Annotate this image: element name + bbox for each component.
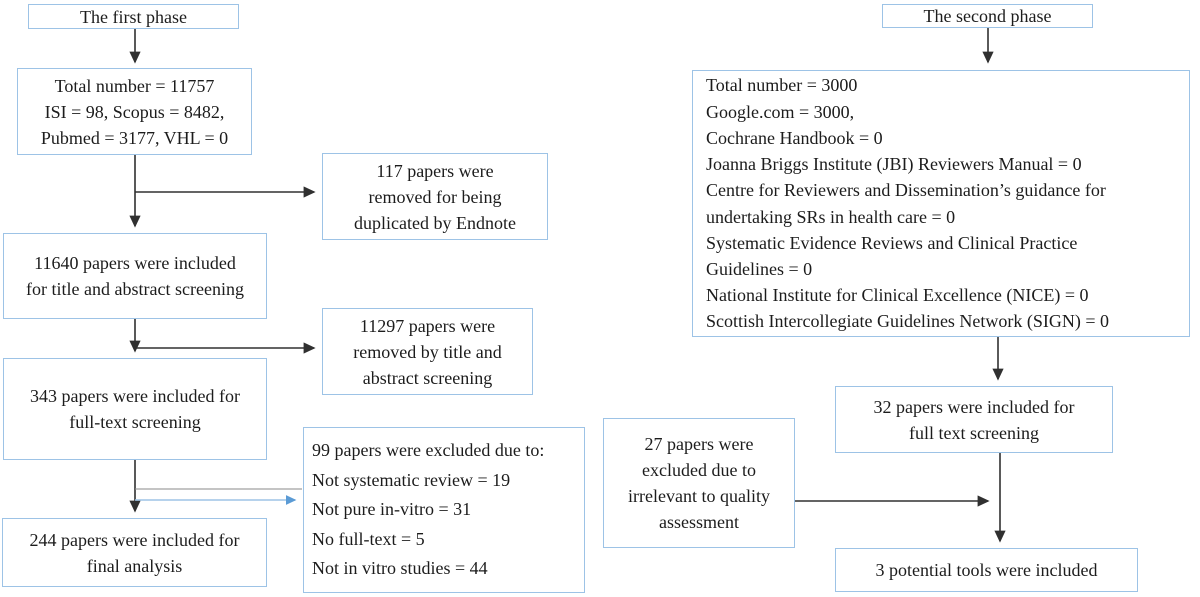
phase1-title: The first phase [80,6,187,27]
phase1-title-abstract-box: 11640 papers were included for title and… [3,233,267,319]
tools-line-1: 3 potential tools were included [875,560,1098,580]
src-line-4: Joanna Briggs Institute (JBI) Reviewers … [706,154,1082,175]
p2excl-line-2: excluded due to [642,460,756,480]
excl-line-5: Not in vitro studies = 44 [312,558,488,579]
ft-line-1: 343 papers were included for [30,386,240,406]
p2excl-line-3: irrelevant to quality [628,486,770,506]
phase2-fulltext-box: 32 papers were included for full text sc… [835,386,1113,453]
phase1-excluded-box: 99 papers were excluded due to: Not syst… [303,427,585,593]
totals-line-3: Pubmed = 3177, VHL = 0 [40,127,229,148]
excl-line-4: No full-text = 5 [312,528,425,549]
ft-line-2: full-text screening [69,412,201,432]
src-line-9: National Institute for Clinical Excellen… [706,285,1089,306]
phase1-title-box: The first phase [28,4,239,29]
phase2-included-tools-box: 3 potential tools were included [835,548,1138,592]
p2ft-line-2: full text screening [909,422,1039,443]
totals-line-2: ISI = 98, Scopus = 8482, [44,101,225,122]
phase1-removed-by-screening-box: 11297 papers were removed by title and a… [322,308,533,395]
excl-line-1: 99 papers were excluded due to: [312,440,545,461]
phase1-final-analysis-box: 244 papers were included for final analy… [2,518,267,587]
p2excl-line-1: 27 papers were [644,434,754,454]
src-line-7: Systematic Evidence Reviews and Clinical… [706,232,1078,253]
totals-line-1: Total number = 11757 [54,75,215,96]
rem-line-2: removed by title and [353,341,502,362]
src-line-8: Guidelines = 0 [706,258,813,279]
dup-line-3: duplicated by Endnote [354,212,516,233]
src-line-3: Cochrane Handbook = 0 [706,127,883,148]
src-line-10: Scottish Intercollegiate Guidelines Netw… [706,311,1110,332]
src-line-2: Google.com = 3000, [706,101,855,122]
ta-line-1: 11640 papers were included [34,253,236,273]
p2ft-line-1: 32 papers were included for [873,396,1075,417]
excl-line-2: Not systematic review = 19 [312,469,511,490]
ta-line-2: for title and abstract screening [26,279,244,299]
src-line-1: Total number = 3000 [706,75,858,96]
phase1-fulltext-box: 343 papers were included for full-text s… [3,358,267,460]
dup-line-1: 117 papers were [376,160,494,181]
final-line-2: final analysis [86,555,183,576]
phase2-title: The second phase [923,6,1052,26]
final-line-1: 244 papers were included for [29,529,240,550]
phase1-totals-box: Total number = 11757 ISI = 98, Scopus = … [17,68,252,155]
rem-line-3: abstract screening [362,367,493,388]
src-line-6: undertaking SRs in health care = 0 [706,206,956,227]
p2excl-line-4: assessment [659,512,739,532]
phase1-duplicates-removed-box: 117 papers were removed for being duplic… [322,153,548,240]
phase2-sources-box: Total number = 3000 Google.com = 3000, C… [692,70,1190,337]
excl-line-3: Not pure in-vitro = 31 [312,499,472,520]
dup-line-2: removed for being [368,186,502,207]
phase2-title-box: The second phase [882,4,1093,28]
rem-line-1: 11297 papers were [359,315,496,336]
phase2-excluded-box: 27 papers were excluded due to irrelevan… [603,418,795,548]
src-line-5: Centre for Reviewers and Dissemination’s… [706,180,1106,201]
